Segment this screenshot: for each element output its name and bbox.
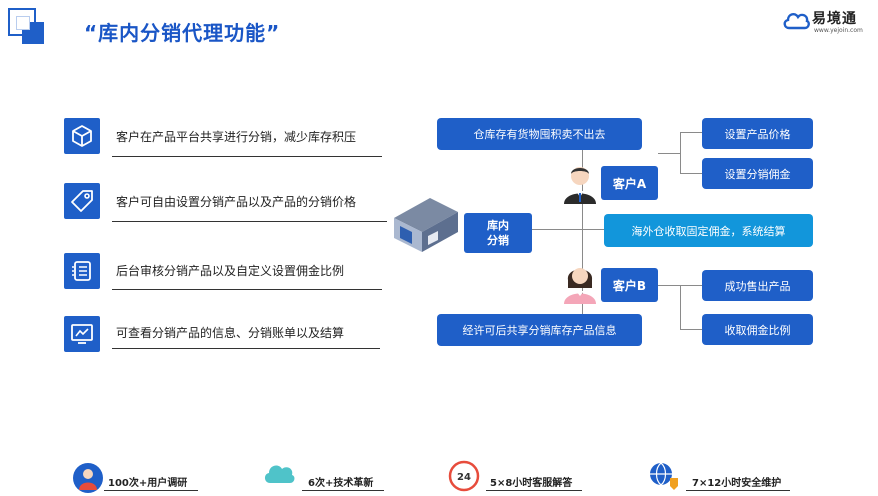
footer-underline (104, 490, 198, 491)
customer-a-box: 客户A (601, 166, 658, 200)
warehouse-label-line1: 库内 (487, 219, 509, 232)
clock-24-icon: 24 (448, 460, 480, 492)
connector-b-stub (658, 285, 680, 286)
connector-a-top (680, 132, 702, 133)
footer-underline (486, 490, 582, 491)
connector-b-top (680, 285, 702, 286)
box-stock-backlog: 仓库存有货物囤积卖不出去 (437, 118, 642, 150)
footer-underline (686, 490, 790, 491)
feature-text-1: 客户在产品平台共享进行分销，减少库存积压 (116, 130, 357, 144)
connector-a-vertical (680, 132, 681, 174)
connector-b-vertical (680, 285, 681, 329)
connector-main-vertical (582, 136, 583, 332)
footer-text-tech: 6次+技术革新 (308, 478, 374, 489)
user-research-icon (73, 463, 103, 493)
connector-a-stub (658, 153, 680, 154)
feature-text-4: 可查看分销产品的信息、分销账单以及结算 (116, 326, 345, 340)
feature-text-3: 后台审核分销产品以及自定义设置佣金比例 (116, 264, 345, 278)
connector-middle (532, 229, 614, 230)
box-product-sold: 成功售出产品 (702, 270, 813, 301)
connector-b-bottom (680, 329, 702, 330)
cloud-logo-icon (783, 12, 810, 30)
box-commission-ratio: 收取佣金比例 (702, 314, 813, 345)
page-title: “库内分销代理功能” (84, 21, 281, 45)
box-set-commission: 设置分销佣金 (702, 158, 813, 189)
cube-icon (64, 118, 100, 154)
warehouse-distribution-box: 库内 分销 (464, 213, 532, 253)
customer-b-box: 客户B (601, 268, 658, 302)
box-share-inventory: 经许可后共享分销库存产品信息 (437, 314, 642, 346)
footer-text-support: 5×8小时客服解答 (490, 478, 573, 489)
feature-underline (112, 289, 382, 290)
chart-monitor-icon (64, 316, 100, 352)
footer-underline (302, 490, 384, 491)
checklist-icon (64, 253, 100, 289)
feature-text-2: 客户可自由设置分销产品以及产品的分销价格 (116, 195, 357, 209)
footer-text-security: 7×12小时安全维护 (692, 478, 782, 489)
logo-text: 易境通 (812, 11, 857, 27)
box-fixed-commission: 海外仓收取固定佣金，系统结算 (604, 214, 813, 247)
cloud-icon (264, 465, 295, 483)
footer-text-research: 100次+用户调研 (108, 478, 188, 489)
svg-text:24: 24 (457, 472, 471, 483)
warehouse-label-line2: 分销 (487, 234, 509, 247)
price-tag-icon (64, 183, 100, 219)
customer-a-avatar-icon (564, 167, 596, 204)
connector-a-bottom (680, 173, 702, 174)
feature-underline (112, 348, 380, 349)
warehouse-icon (394, 198, 458, 252)
logo-url: www.yejoin.com (814, 27, 863, 34)
corner-decoration-inner (16, 16, 30, 30)
feature-underline (112, 221, 387, 222)
feature-underline (112, 156, 382, 157)
globe-shield-icon (650, 462, 678, 490)
box-set-price: 设置产品价格 (702, 118, 813, 149)
customer-b-avatar-icon (564, 268, 596, 304)
